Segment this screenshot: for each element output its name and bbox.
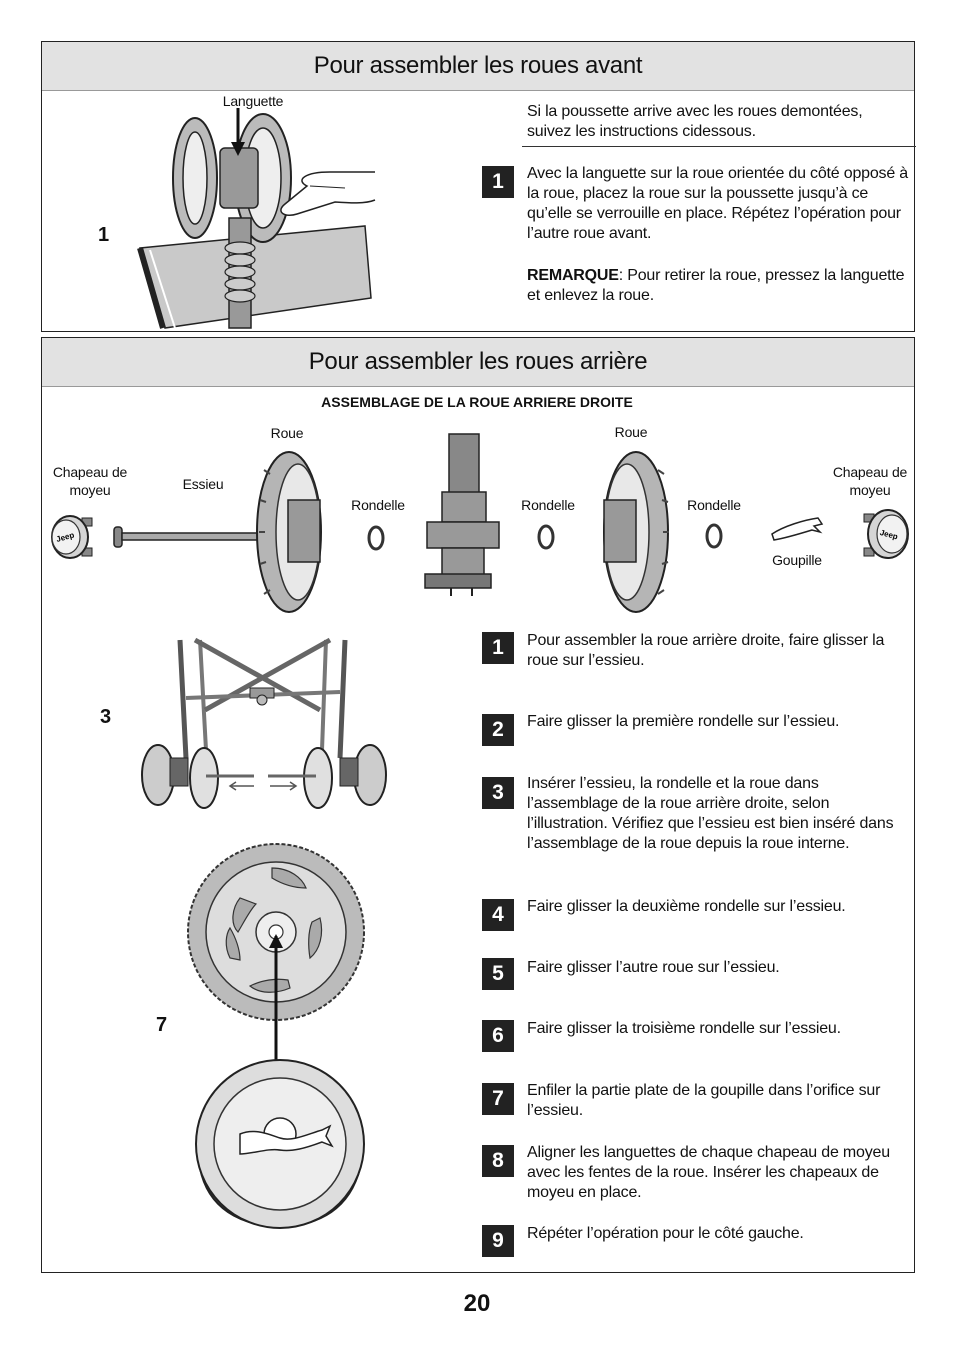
rear-wheels-title: Pour assembler les roues arrière <box>42 338 914 387</box>
rear-step-8-number: 8 <box>482 1145 514 1177</box>
stroller-leg-part <box>424 433 500 596</box>
rear-step-7-text: Enfiler la partie plate de la goupille d… <box>527 1082 881 1119</box>
rear-step-1-number: 1 <box>482 632 514 664</box>
front-figure-number: 1 <box>98 224 110 246</box>
rear-parts-illustration: Jeep Jeep <box>51 433 909 613</box>
label-wheel-left: Roue <box>270 425 304 441</box>
washer-2-part <box>537 524 555 550</box>
rear-figure-3-number: 3 <box>100 706 112 728</box>
label-pin: Goupille <box>772 552 822 568</box>
rear-step-9-number: 9 <box>482 1225 514 1257</box>
rear-step-7-number: 7 <box>482 1083 514 1115</box>
pin-part <box>771 517 824 541</box>
label-washer-1: Rondelle <box>351 497 405 513</box>
label-languette: Languette <box>222 93 284 109</box>
washer-1-part <box>367 525 385 551</box>
hubcap-right-part: Jeep <box>863 509 909 559</box>
label-axle: Essieu <box>182 476 224 492</box>
front-step-text: Avec la languette sur la roue orientée d… <box>527 165 908 242</box>
rear-figure-7-number: 7 <box>156 1014 168 1036</box>
rear-subtitle: ASSEMBLAGE DE LA ROUE ARRIERE DROITE <box>321 394 633 410</box>
front-wheels-title: Pour assembler les roues avant <box>42 42 914 91</box>
hubcap-left-part: Jeep <box>51 515 93 559</box>
front-note-label: REMARQUE <box>527 267 619 284</box>
label-washer-2: Rondelle <box>521 497 575 513</box>
front-note: REMARQUE: Pour retirer la roue, pressez … <box>527 266 909 306</box>
label-wheel-right: Roue <box>614 424 648 440</box>
front-wheel-illustration <box>137 108 376 329</box>
rear-step-6-number: 6 <box>482 1020 514 1052</box>
rear-step-8-text: Aligner les languettes de chaque chapeau… <box>527 1144 890 1201</box>
stroller-frame-illustration <box>141 637 387 809</box>
label-hubcap-left: Chapeau de moyeu <box>52 464 128 498</box>
rear-step-2-text: Faire glisser la première rondelle sur l… <box>527 713 840 730</box>
front-note-text: : Pour retirer la roue, pressez la langu… <box>527 267 905 304</box>
wheel-left-part <box>256 451 322 613</box>
rear-step-2-number: 2 <box>482 714 514 746</box>
front-intro-divider <box>522 146 916 147</box>
rear-step-1-text: Pour assembler la roue arrière droite, f… <box>527 632 885 669</box>
washer-3-part <box>705 523 723 549</box>
front-intro-text: Si la poussette arrive avec les roues de… <box>527 103 863 140</box>
rear-step-5-text: Faire glisser l’autre roue sur l’essieu. <box>527 959 780 976</box>
rear-step-3-number: 3 <box>482 777 514 809</box>
rear-step-4-number: 4 <box>482 899 514 931</box>
rear-step-4-text: Faire glisser la deuxième rondelle sur l… <box>527 898 846 915</box>
wheel-hub-illustration <box>187 843 365 1229</box>
rear-step-5-number: 5 <box>482 958 514 990</box>
label-hubcap-right: Chapeau de moyeu <box>832 464 908 498</box>
front-step-number: 1 <box>482 166 514 198</box>
wheel-right-part <box>603 451 669 613</box>
rear-step-3-text: Insérer l’essieu, la rondelle et la roue… <box>527 775 894 852</box>
rear-step-6-text: Faire glisser la troisième rondelle sur … <box>527 1020 841 1037</box>
page-number: 20 <box>463 1290 491 1317</box>
label-washer-3: Rondelle <box>687 497 741 513</box>
rear-step-9-text: Répéter l’opération pour le côté gauche. <box>527 1225 804 1242</box>
